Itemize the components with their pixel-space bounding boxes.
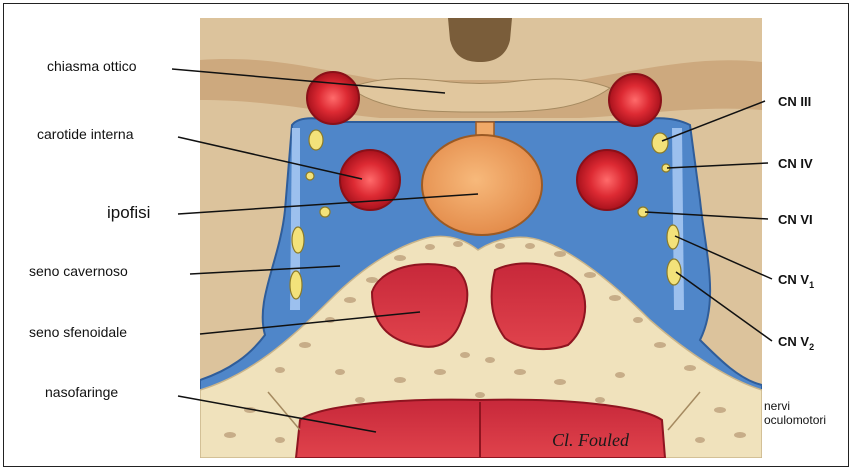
- label-nervi-line2: oculomotori: [764, 413, 826, 427]
- cn-iii-nerve: [652, 133, 668, 153]
- nerve-left-2: [306, 172, 314, 180]
- label-cn-iii: CN III: [778, 95, 811, 108]
- cn-v2-nerve: [667, 259, 681, 285]
- nerve-left-1: [309, 130, 323, 150]
- label-cn-vi: CN VI: [778, 213, 813, 226]
- label-seno-sfenoidale: seno sfenoidale: [29, 325, 127, 339]
- label-cn-v1-subscript: 1: [809, 280, 814, 290]
- label-nervi-oculomotori: nervi oculomotori: [764, 399, 826, 427]
- nerve-left-4: [292, 227, 304, 253]
- label-ipofisi: ipofisi: [107, 204, 150, 221]
- label-cn-v2: CN V2: [778, 335, 814, 352]
- label-cn-iv: CN IV: [778, 157, 813, 170]
- label-carotide-interna: carotide interna: [37, 127, 134, 141]
- label-chiasma-ottico: chiasma ottico: [47, 59, 136, 73]
- internal-carotid-right: [577, 150, 637, 210]
- nerve-left-5: [290, 271, 302, 299]
- label-cn-v1-text: CN V: [778, 272, 809, 287]
- label-nervi-line1: nervi: [764, 399, 826, 413]
- label-cn-v2-subscript: 2: [809, 342, 814, 352]
- label-seno-cavernoso: seno cavernoso: [29, 264, 128, 278]
- supraclinoid-carotid-right: [609, 74, 661, 126]
- label-nasofaringe: nasofaringe: [45, 385, 118, 399]
- supraclinoid-carotid-left: [307, 72, 359, 124]
- label-cn-v1: CN V1: [778, 273, 814, 290]
- sphenoid-sinus-right: [492, 263, 586, 349]
- label-cn-v2-text: CN V: [778, 334, 809, 349]
- artist-signature: Cl. Fouled: [552, 430, 630, 450]
- nerve-left-3: [320, 207, 330, 217]
- pituitary-gland: [422, 135, 542, 235]
